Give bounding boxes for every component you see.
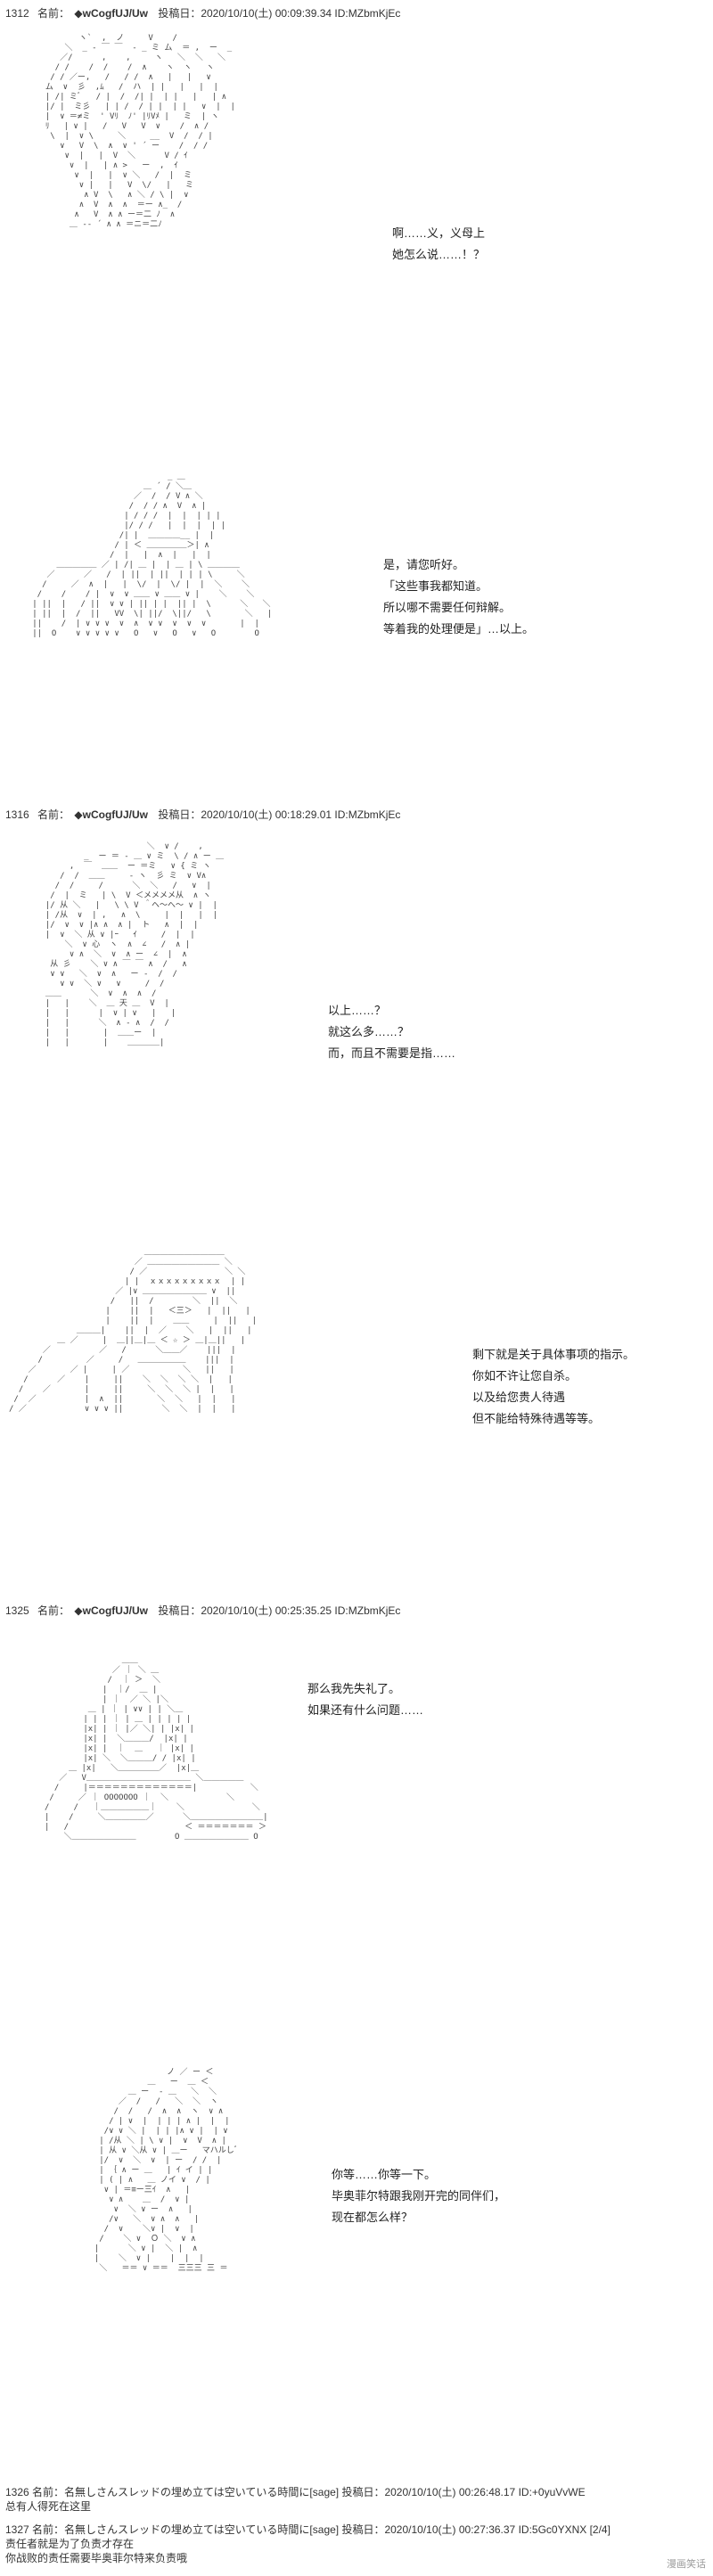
watermark: 漫画笑话 <box>667 2559 706 2570</box>
dialog-line: 剩下就是关于具体事项的指示。 <box>472 1348 635 1361</box>
dialog-line: 毕奥菲尔特跟我刚开完的同伴们， <box>332 2189 506 2203</box>
dialog-balloon: 你等……你等一下。 毕奥菲尔特跟我刚开完的同伴们， 现在都怎么样？ <box>332 2164 505 2228</box>
post-header: 1312 名前： ◆wCogfUJ/Uw 投稿日：2020/10/10(土) 0… <box>5 5 407 21</box>
dialog-line: 以及给您贵人待遇 <box>472 1391 566 1404</box>
comment-text: 总有人得死在这里 <box>5 2500 92 2513</box>
name-label: 名前： <box>37 7 70 20</box>
dialog-balloon: 剩下就是关于具体事项的指示。 你如不许让您自杀。 以及给您贵人待遇 但不能给特殊… <box>472 1344 635 1430</box>
dialog-line: 而，而且不需要是指…… <box>328 1046 456 1060</box>
post-date: 投稿日：2020/10/10(土) 00:09:39.34 ID:MZbmKjE… <box>158 7 401 20</box>
dialog-line: 你如不许让您自杀。 <box>472 1369 578 1382</box>
dialog-line: 现在都怎么样？ <box>332 2211 414 2224</box>
poster-trip[interactable]: ◆wCogfUJ/Uw <box>74 808 148 821</box>
dialog-line: 所以哪不需要任何辩解。 <box>383 601 512 614</box>
comment-text: 责任者就是为了负责才存在 <box>5 2538 135 2550</box>
dialog-line: 等着我的处理便是」…以上。 <box>383 622 535 636</box>
comment-header: 1327 名前：名無しさんスレッドの埋め立ては空いている時間に[sage] 投稿… <box>5 2523 611 2536</box>
post-header: 1316 名前： ◆wCogfUJ/Uw 投稿日：2020/10/10(土) 0… <box>5 807 407 822</box>
dialog-line: 但不能给特殊待遇等等。 <box>472 1412 601 1425</box>
ascii-art-armored-figure: ＿＿ ／ ｜ ＼ ＿ / ｜ ＞ ＼ | ｜/ ＿ | | ｜ ／ ＼ |＼ ＿… <box>45 1656 268 1842</box>
dialog-line: 「这些事我都知道。 <box>383 579 488 593</box>
comment-text: 你战败的责任需要毕奥菲尔特来负责哦 <box>5 2552 188 2564</box>
post-header: 1325 名前： ◆wCogfUJ/Uw 投稿日：2020/10/10(土) 0… <box>5 1603 407 1618</box>
comment-header: 1326 名前：名無しさんスレッドの埋め立ては空いている時間に[sage] 投稿… <box>5 2486 586 2498</box>
ascii-art-character: ヽ` , ノ V / ＼ _ ‐ ￣ ￣ ‐ _ ミ ム ＝ , ー _ ／/ … <box>45 34 235 229</box>
dialog-balloon: 啊……义，义母上 她怎么说……！？ <box>392 223 485 266</box>
poster-trip[interactable]: ◆wCogfUJ/Uw <box>74 1604 148 1617</box>
name-label: 名前： <box>37 1604 70 1617</box>
dialog-balloon: 以上……？ 就这么多……？ 而，而且不需要是指…… <box>328 1000 455 1064</box>
post-date: 投稿日：2020/10/10(土) 00:25:35.25 ID:MZbmKjE… <box>158 1604 401 1617</box>
comment-1326: 1326 名前：名無しさんスレッドの埋め立ては空いている時間に[sage] 投稿… <box>5 2485 586 2514</box>
dialog-line: 啊……义，义母上 <box>392 226 486 240</box>
ascii-art-character: ＼ ∨ / , _ ー ＝ ‐ ＿ ∨ ミ \ / ∧ ー ＿ , ￣ ＿＿ ー… <box>45 842 225 1047</box>
ascii-art-armored-figure: ＿＿＿＿＿＿＿＿＿＿ ／ ＿＿＿＿＿＿＿＿＿ ＼ / ／ ＼ ＼ | | ｘｘｘ… <box>9 1248 258 1414</box>
dialog-line: 就这么多……？ <box>328 1025 410 1038</box>
post-number: 1316 <box>5 808 29 821</box>
dialog-balloon: 那么我先失礼了。 如果还有什么问题…… <box>307 1678 423 1721</box>
name-label: 名前： <box>37 808 70 821</box>
ascii-art-armored-figure: _ ＿ ＿ ´ / ＼＿ ／ / / V ∧ ＼ / / / ∧ V ∧ | |… <box>32 472 273 638</box>
dialog-line: 以上……？ <box>328 1004 387 1017</box>
post-number: 1312 <box>5 7 29 20</box>
dialog-line: 是，请您听好。 <box>383 558 465 571</box>
post-date: 投稿日：2020/10/10(土) 00:18:29.01 ID:MZbmKjE… <box>158 808 401 821</box>
dialog-line: 那么我先失礼了。 <box>307 1682 401 1695</box>
poster-trip[interactable]: ◆wCogfUJ/Uw <box>74 7 148 20</box>
post-number: 1325 <box>5 1604 29 1617</box>
dialog-line: 你等……你等一下。 <box>332 2168 437 2181</box>
ascii-art-character: ノ ／ ー ＜ ＿ ー ＿ ＜ ＿ ー ‐ ＿ ＼ ＼ ／ / / ＼ ＼ ヽ … <box>94 2068 239 2273</box>
dialog-line: 如果还有什么问题…… <box>307 1703 424 1717</box>
dialog-line: 她怎么说……！？ <box>392 248 486 261</box>
dialog-balloon: 是，请您听好。 「这些事我都知道。 所以哪不需要任何辩解。 等着我的处理便是」…… <box>383 554 534 640</box>
comment-1327: 1327 名前：名無しさんスレッドの埋め立ては空いている時間に[sage] 投稿… <box>5 2523 611 2565</box>
